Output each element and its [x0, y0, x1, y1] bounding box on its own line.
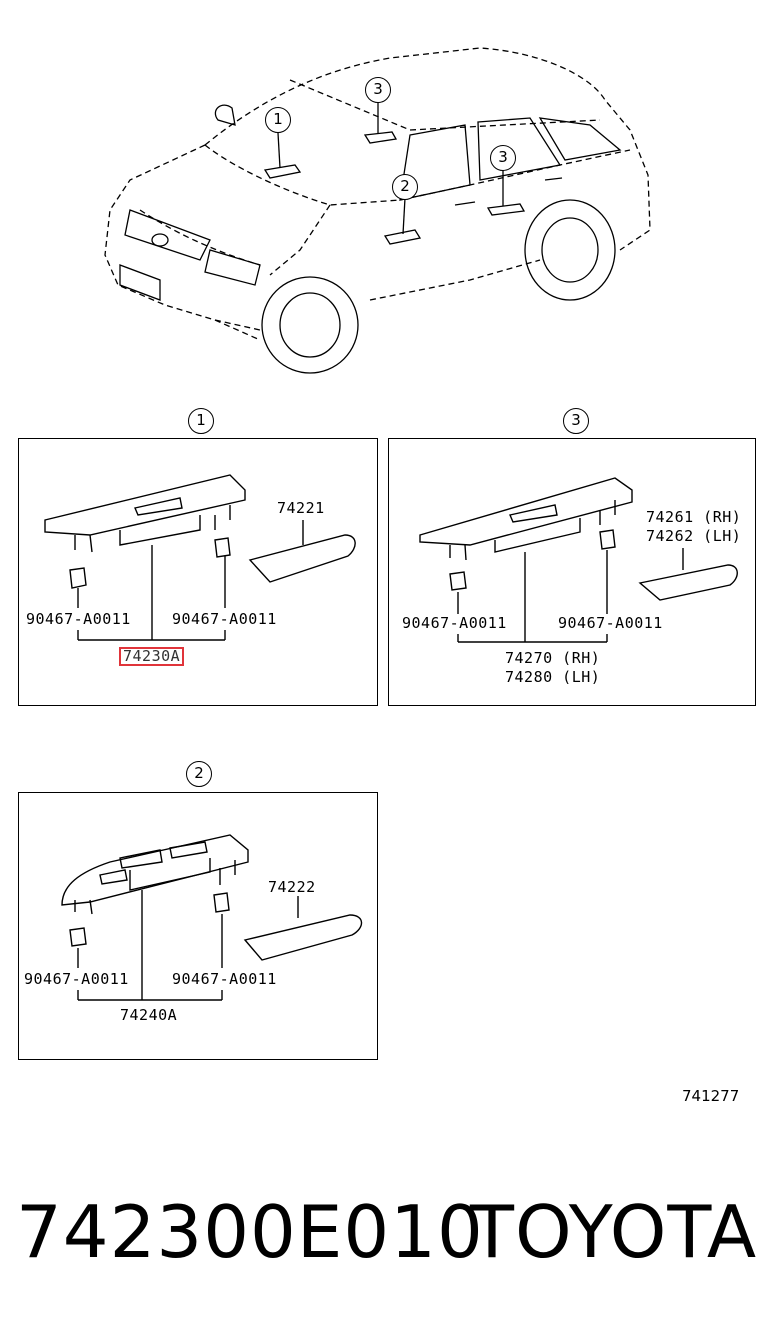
panel-3-clip-right-label: 90467-A0011: [558, 614, 663, 632]
panel-2-clip-right-label: 90467-A0011: [172, 970, 277, 988]
car-callout-1: 1: [265, 107, 291, 133]
panel-1-main-part-label[interactable]: 74230A: [119, 647, 185, 666]
panel-2-clip-left-label: 90467-A0011: [24, 970, 129, 988]
car-callout-3-top: 3: [365, 77, 391, 103]
panel-2-callout: 2: [186, 761, 212, 787]
panel-1-pad-label: 74221: [277, 499, 325, 517]
panel-3-drawing: [419, 477, 738, 643]
panel-3-callout: 3: [563, 408, 589, 434]
panel-1-clip-left-label: 90467-A0011: [26, 610, 131, 628]
panel-1-drawing: [44, 474, 356, 641]
panel-2-drawing: [61, 834, 363, 1001]
panel-2-main-part-label: 74240A: [120, 1006, 178, 1024]
panel-3-box: [388, 438, 756, 706]
footer-brand: TOYOTA: [470, 1190, 758, 1274]
car-callout-2: 2: [392, 174, 418, 200]
vehicle-illustration: [104, 47, 651, 374]
panel-3-clip-left-label: 90467-A0011: [402, 614, 507, 632]
panel-3-pad-lh-label: 74262 (LH): [646, 527, 742, 545]
car-callout-3-side: 3: [490, 145, 516, 171]
footer-part-number: 742300E010: [16, 1190, 484, 1274]
diagram-reference-number: 741277: [682, 1087, 740, 1105]
panel-3-main-lh-label: 74280 (LH): [505, 668, 601, 686]
panel-1-callout: 1: [188, 408, 214, 434]
panel-2-pad-label: 74222: [268, 878, 316, 896]
panel-1-clip-right-label: 90467-A0011: [172, 610, 277, 628]
panel-2-box: [18, 792, 378, 1060]
panel-1-box: [18, 438, 378, 706]
panel-3-main-rh-label: 74270 (RH): [505, 649, 601, 667]
panel-3-pad-rh-label: 74261 (RH): [646, 508, 742, 526]
